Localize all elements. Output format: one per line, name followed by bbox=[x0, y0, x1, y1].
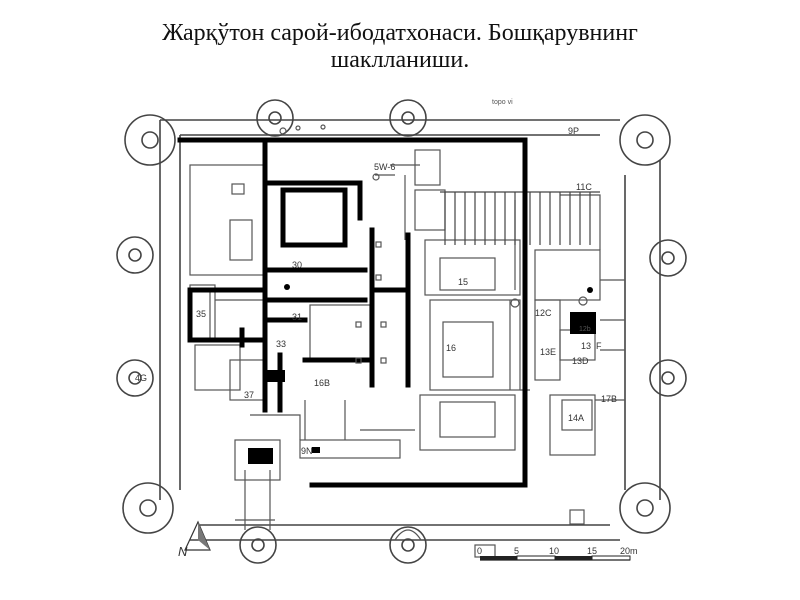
label-13: 13 bbox=[581, 341, 591, 351]
title-line-1: Жарқўтон сарой-ибодатхонаси. Бошқарувнин… bbox=[162, 20, 638, 46]
label-11C: 11C bbox=[576, 182, 592, 192]
label-9N: 9N bbox=[301, 446, 313, 456]
north-arrow: N bbox=[178, 520, 211, 559]
label-31: 31 bbox=[292, 312, 302, 322]
label-30: 30 bbox=[292, 260, 302, 270]
label-12C: 12C bbox=[535, 308, 552, 318]
label-topo: topo vi bbox=[492, 99, 513, 106]
column-markers bbox=[279, 124, 588, 364]
highlighted-walls bbox=[177, 137, 528, 488]
label-5W6: 5W-6 bbox=[374, 162, 395, 172]
scale-tick-10: 10 bbox=[549, 546, 559, 556]
label-16: 16 bbox=[446, 343, 456, 353]
label-37: 37 bbox=[244, 390, 254, 400]
outer-wall bbox=[116, 99, 687, 564]
page-title: Жарқўтон сарой-ибодатхонаси. Бошқарувнин… bbox=[0, 20, 800, 74]
room-labels: topo vi 9P 5W-6 11C 30 15 35 31 12C 12b … bbox=[135, 99, 617, 456]
label-12b: 12b bbox=[579, 326, 591, 333]
label-14A: 14A bbox=[568, 413, 584, 423]
scale-tick-20: 20m bbox=[620, 546, 638, 556]
label-35: 35 bbox=[196, 309, 206, 319]
scale-tick-15: 15 bbox=[587, 546, 597, 556]
label-17B: 17B bbox=[601, 394, 617, 404]
scale-tick-0: 0 bbox=[477, 546, 482, 556]
scale-tick-5: 5 bbox=[514, 546, 519, 556]
north-symbol: N bbox=[178, 544, 188, 559]
label-13D: 13D bbox=[572, 356, 589, 366]
label-13E: 13E bbox=[540, 347, 556, 357]
label-16B: 16B bbox=[314, 378, 330, 388]
label-15: 15 bbox=[458, 277, 468, 287]
title-line-2: шаклланиши. bbox=[330, 47, 470, 73]
label-9P: 9P bbox=[568, 126, 579, 136]
label-33: 33 bbox=[276, 339, 286, 349]
scale-bar: 0 5 10 15 20m bbox=[477, 546, 638, 561]
label-F: F bbox=[596, 341, 602, 351]
label-4G: 4G bbox=[135, 373, 147, 383]
storage-corridors bbox=[440, 191, 600, 245]
solid-features bbox=[248, 284, 596, 464]
